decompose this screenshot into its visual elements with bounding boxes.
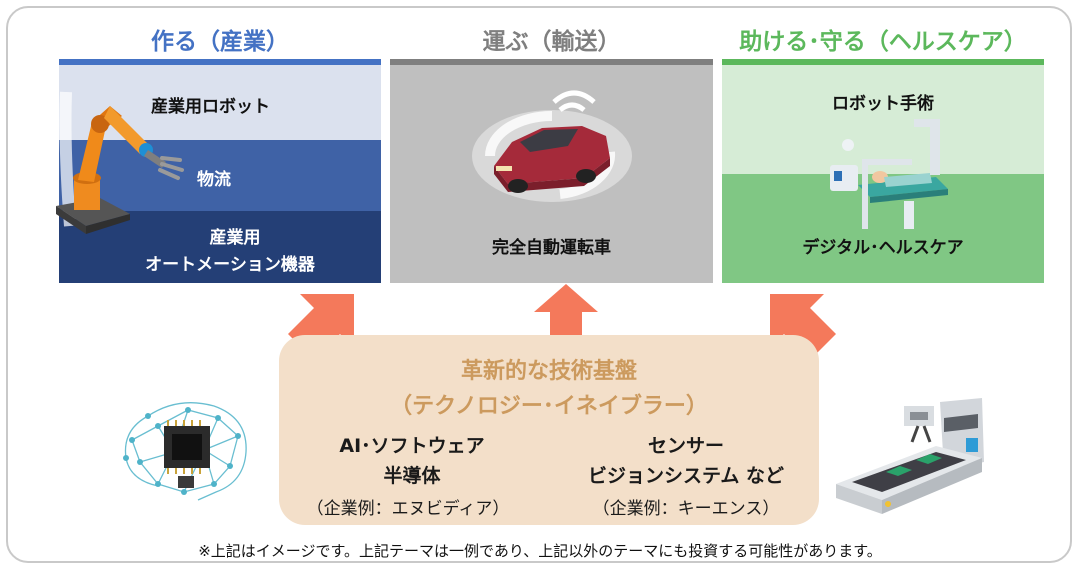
label-industrial-robot: 産業用ロボット xyxy=(151,97,270,117)
ai-brain-chip-icon xyxy=(123,402,247,501)
factory-conveyor-icon xyxy=(836,398,984,514)
column-title-industry: 作る（産業） xyxy=(151,29,289,55)
foundation-subtitle: （テクノロジー･イネイブラー） xyxy=(390,394,708,419)
outer-frame xyxy=(6,6,1072,563)
label-automation-line1: 産業用 xyxy=(209,228,261,248)
band-logistics xyxy=(59,140,381,211)
arrow-to-healthcare xyxy=(770,294,836,360)
enabler-left-line2: 半導体 xyxy=(383,465,441,487)
enabler-right-line2: ビジョンシステム など xyxy=(587,465,785,487)
column-bar-healthcare xyxy=(722,59,1044,65)
enabler-left-line1: AI･ソフトウェア xyxy=(339,435,485,457)
label-automation-line2: オートメーション機器 xyxy=(145,255,315,275)
label-digital-healthcare: デジタル･ヘルスケア xyxy=(802,238,964,258)
enabler-right-line1: センサー xyxy=(647,435,724,457)
technology-enabler-box: 革新的な技術基盤 （テクノロジー･イネイブラー） AI･ソフトウェア 半導体 （… xyxy=(279,335,819,525)
arrow-to-transport xyxy=(534,284,598,340)
enabler-right-example: （企業例：キーエンス） xyxy=(592,499,780,519)
enabler-left-example: （企業例：エヌビディア） xyxy=(306,499,510,519)
band-industrial-robot xyxy=(59,65,381,140)
label-robot-surgery: ロボット手術 xyxy=(832,94,934,114)
column-bar-industry xyxy=(59,59,381,65)
autonomous-car-icon xyxy=(472,90,632,202)
column-title-healthcare: 助ける･守る（ヘルスケア） xyxy=(739,29,1027,55)
column-title-transport: 運ぶ（輸送） xyxy=(482,29,621,55)
band-robot-surgery xyxy=(722,65,1044,174)
foundation-title: 革新的な技術基盤 xyxy=(460,359,637,384)
robot-arm-icon xyxy=(56,91,184,234)
surgical-robot-icon xyxy=(830,119,948,229)
label-logistics: 物流 xyxy=(197,170,231,190)
label-autonomous-car: 完全自動運転車 xyxy=(492,238,611,258)
footnote: ※上記はイメージです。上記テーマは一例であり、上記以外のテーマにも投資する可能性… xyxy=(198,542,882,560)
column-bar-transport xyxy=(390,59,713,65)
